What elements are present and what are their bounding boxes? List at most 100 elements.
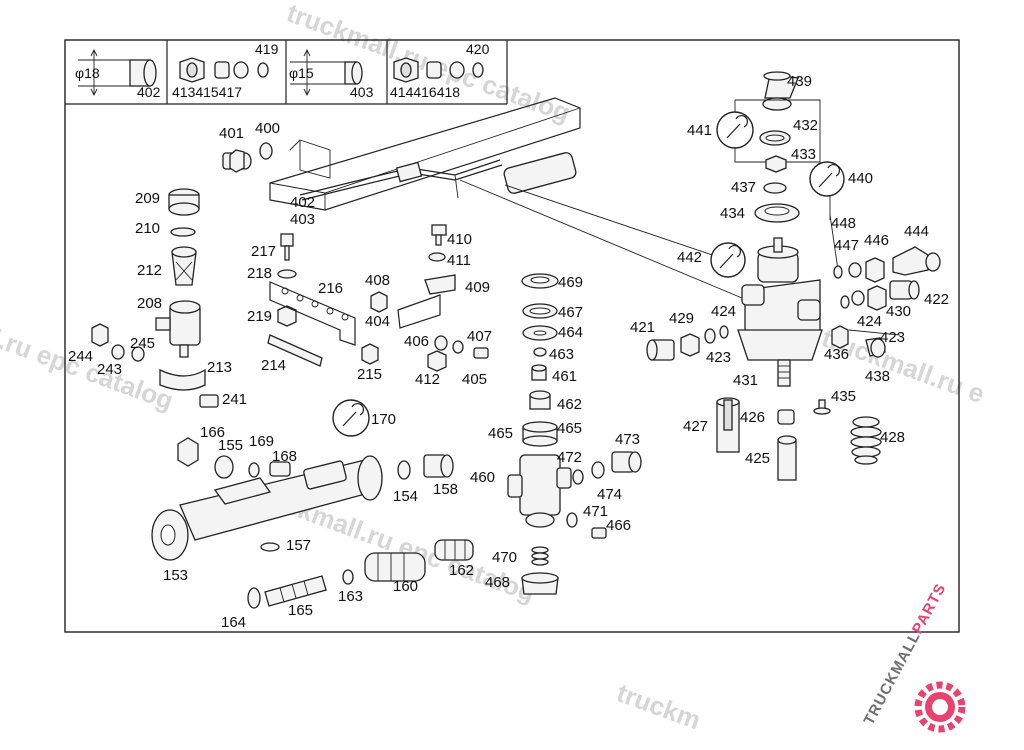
cylinder-assembly (151, 399, 474, 609)
part-label: 410 (447, 231, 472, 248)
header-part-number: 419 (255, 41, 279, 57)
spring-160 (364, 552, 426, 582)
chassis-rail (269, 97, 743, 299)
part-label: 245 (130, 335, 155, 352)
part-label: 441 (687, 122, 712, 139)
part-label: 431 (733, 372, 758, 389)
part-label: 154 (393, 488, 418, 505)
part-label: 219 (247, 308, 272, 325)
part-label: 218 (247, 265, 272, 282)
valve-assembly (646, 71, 941, 481)
spring-165 (264, 575, 327, 607)
part-label: 241 (222, 391, 247, 408)
watermark-layer: truckmall.ru epc catalog l.ru epc catalo… (0, 0, 988, 735)
part-label: 215 (357, 366, 382, 383)
part-label: 216 (318, 280, 343, 297)
spring-470 (531, 546, 549, 566)
part-label: 210 (135, 220, 160, 237)
part-label: 424 (857, 313, 882, 330)
part-label: 461 (552, 368, 577, 385)
part-label: 447 (834, 237, 859, 254)
part-label: 421 (630, 319, 655, 336)
part-label: 429 (669, 310, 694, 327)
part-label: 405 (462, 371, 487, 388)
part-label: 473 (615, 431, 640, 448)
part-label: 170 (371, 411, 396, 428)
part-label: 411 (447, 252, 471, 269)
header-part-number: 420 (466, 41, 490, 57)
part-label: 444 (904, 223, 929, 240)
part-label: 166 (200, 424, 225, 441)
spring-162 (434, 539, 474, 561)
part-label: 217 (251, 243, 276, 260)
part-label: 440 (848, 170, 873, 187)
part-label: 244 (68, 348, 93, 365)
watermark-text: truckm (613, 677, 705, 735)
part-label: 402 (290, 194, 315, 211)
part-label: 439 (787, 73, 812, 90)
part-label: 423 (706, 349, 731, 366)
part-labels: 439 441 432 433 440 437 434 448 447 446 … (68, 73, 949, 631)
header-part-number: 403 (350, 84, 374, 100)
part-label: 162 (449, 562, 474, 579)
part-label: 470 (492, 549, 517, 566)
header-part-numbers: 414416418 (390, 84, 460, 100)
part-label: 423 (880, 329, 905, 346)
part-label: 426 (740, 409, 765, 426)
part-label: 446 (864, 232, 889, 249)
part-label: 437 (731, 179, 756, 196)
part-label: 406 (404, 333, 429, 350)
part-label: 409 (465, 279, 490, 296)
part-label: 471 (583, 503, 608, 520)
part-label: 404 (365, 313, 390, 330)
part-label: 434 (720, 205, 745, 222)
center-column-parts (507, 273, 642, 595)
header-diameter: φ18 (75, 65, 100, 81)
part-label: 209 (135, 190, 160, 207)
diagram-frame (64, 39, 960, 633)
part-label: 168 (272, 448, 297, 465)
part-label: 442 (677, 249, 702, 266)
part-label: 403 (290, 211, 315, 228)
part-label: 465 (557, 420, 582, 437)
part-label: 212 (137, 262, 162, 279)
brand-logo: TRUCKMALLPARTS (861, 580, 966, 733)
part-label: 165 (288, 602, 313, 619)
part-label: 412 (415, 371, 440, 388)
part-label: 424 (711, 303, 736, 320)
part-label: 428 (880, 429, 905, 446)
part-label: 448 (831, 215, 856, 232)
part-label: 427 (683, 418, 708, 435)
part-label: 208 (137, 295, 162, 312)
gear-icon (914, 681, 966, 733)
part-label: 433 (791, 146, 816, 163)
part-label: 430 (886, 303, 911, 320)
part-label: 463 (549, 346, 574, 363)
part-label: 401 (219, 125, 244, 142)
header-diameter: φ15 (289, 65, 314, 81)
spring-428 (850, 416, 882, 465)
header-part-number: 402 (137, 84, 161, 100)
part-label: 157 (286, 537, 311, 554)
part-label: 468 (485, 574, 510, 591)
part-label: 466 (606, 517, 631, 534)
part-label: 435 (831, 388, 856, 405)
part-label: 467 (558, 304, 583, 321)
part-label: 422 (924, 291, 949, 308)
part-label: 163 (338, 588, 363, 605)
reservoir-assembly (91, 142, 489, 408)
part-label: 462 (557, 396, 582, 413)
part-label: 438 (865, 368, 890, 385)
part-label: 465 (488, 425, 513, 442)
part-label: 153 (163, 567, 188, 584)
part-label: 474 (597, 486, 622, 503)
part-label: 425 (745, 450, 770, 467)
part-label: 432 (793, 117, 818, 134)
part-label: 464 (558, 324, 583, 341)
part-label: 164 (221, 614, 246, 631)
part-label: 158 (433, 481, 458, 498)
part-label: 169 (249, 433, 274, 450)
part-label: 160 (393, 578, 418, 595)
header-table: φ18 402 419 413415417 φ15 403 420 414416… (65, 40, 508, 105)
